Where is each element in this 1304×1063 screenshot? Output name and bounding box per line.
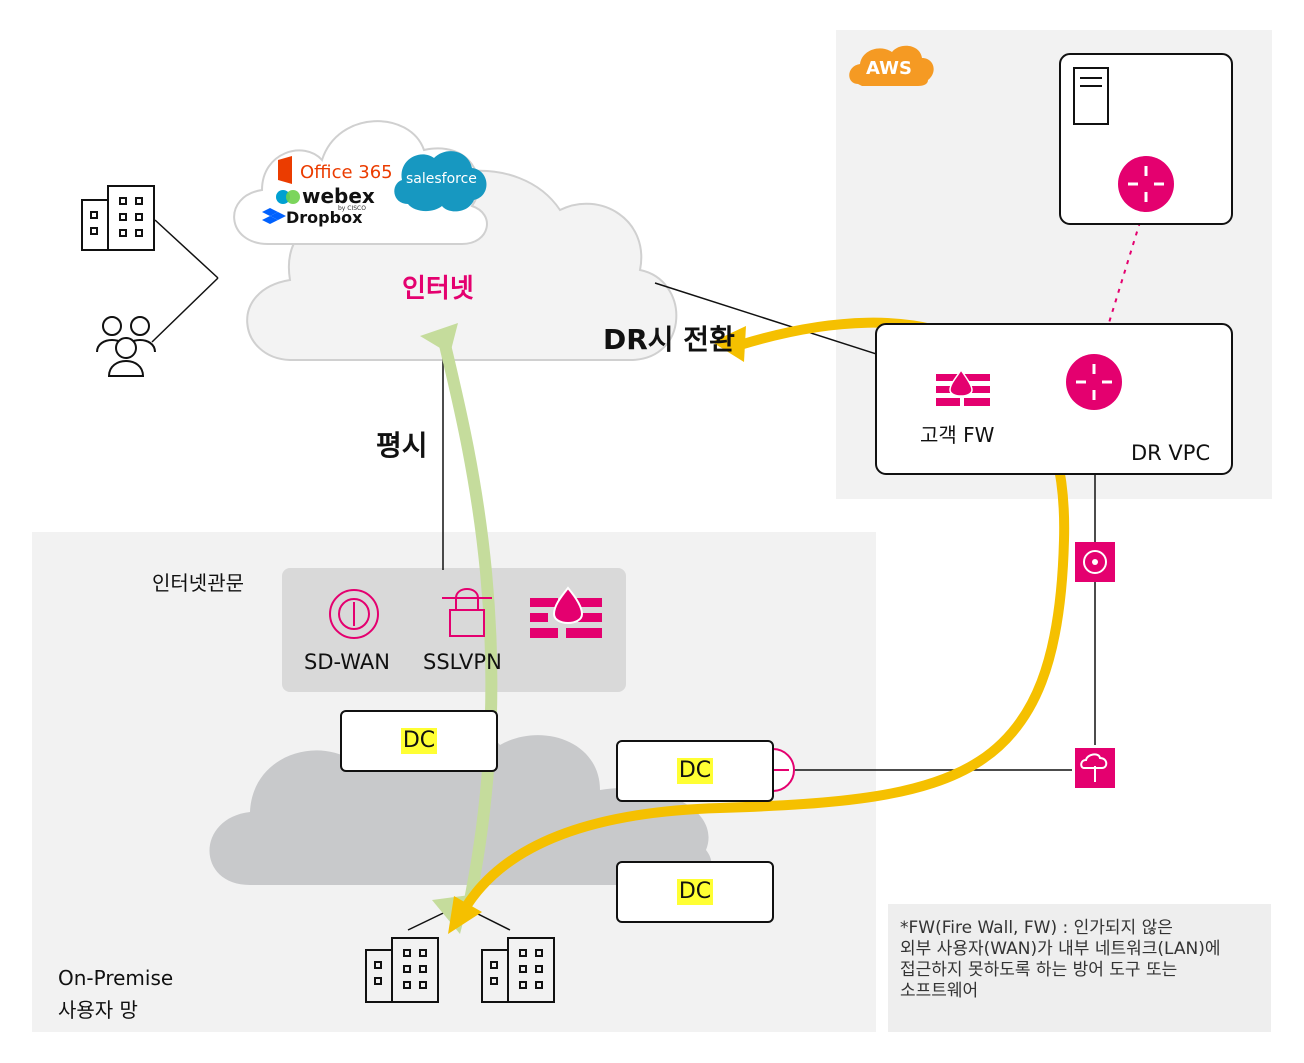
- ssl-vpn-lock-icon: [442, 588, 492, 637]
- sd-wan-label: SD-WAN: [304, 650, 390, 674]
- internet-label: 인터넷: [402, 274, 474, 304]
- dr-vpc-router-icon: [1066, 354, 1122, 410]
- footnote-line: *FW(Fire Wall, FW) : 인가되지 않은: [900, 918, 1173, 938]
- server-icon: [1073, 67, 1109, 125]
- webex-by-cisco-label: by CISCO: [338, 205, 366, 212]
- webex-label: webex: [302, 184, 375, 208]
- dr-vpc-label: DR VPC: [1131, 441, 1211, 465]
- office-365-label: Office 365: [300, 162, 393, 183]
- on-premise-building-left-icon: [365, 937, 439, 1003]
- datacenter-label: DC: [400, 728, 438, 754]
- dropbox-label: Dropbox: [286, 208, 363, 227]
- office-365-logo-icon: [278, 156, 292, 184]
- customer-firewall-icon: [936, 368, 990, 406]
- aws-badge-label: AWS: [866, 58, 912, 79]
- firewall-footnote: *FW(Fire Wall, FW) : 인가되지 않은 외부 사용자(WAN)…: [888, 904, 1271, 1032]
- on-premise-network-label: 사용자 망: [58, 998, 138, 1022]
- users-group-icon: [96, 316, 156, 377]
- dropbox-logo-icon: [262, 208, 286, 224]
- aws-badge-cloud: [849, 45, 934, 86]
- office-building-icon: [81, 185, 155, 251]
- on-premise-cloud: [209, 720, 712, 886]
- normal-time-label: 평시: [376, 429, 428, 462]
- salesforce-logo-icon: [394, 151, 487, 212]
- aws-router-icon: [1118, 156, 1174, 212]
- ssl-vpn-label: SSLVPN: [423, 650, 502, 674]
- footnote-line: 접근하지 못하도록 하는 방어 도구 또는: [900, 960, 1178, 980]
- datacenter-label: DC: [676, 758, 714, 784]
- internet-gateway-title: 인터넷관문: [152, 571, 244, 595]
- direct-connect-icon: [1075, 748, 1115, 788]
- on-premise-building-right-icon: [481, 937, 555, 1003]
- datacenter-box-1: DC: [340, 710, 498, 772]
- gateway-firewall-icon: [530, 586, 602, 638]
- datacenter-box-2: DC: [616, 740, 774, 802]
- salesforce-label: salesforce: [406, 171, 477, 187]
- sd-wan-icon: [329, 589, 379, 639]
- transit-gateway-icon: [1075, 542, 1115, 582]
- aws-server-box: [1059, 53, 1233, 225]
- footnote-line: 외부 사용자(WAN)가 내부 네트워크(LAN)에: [900, 939, 1221, 959]
- footnote-line: 소프트웨어: [900, 981, 979, 1001]
- customer-fw-label: 고객 FW: [920, 423, 995, 447]
- webex-logo-icon: [276, 190, 300, 204]
- on-premise-label: On-Premise: [58, 966, 174, 990]
- dr-switch-label: DR시 전환: [603, 323, 735, 356]
- datacenter-label: DC: [676, 879, 714, 905]
- dr-vpc-box: [875, 323, 1233, 475]
- datacenter-box-3: DC: [616, 861, 774, 923]
